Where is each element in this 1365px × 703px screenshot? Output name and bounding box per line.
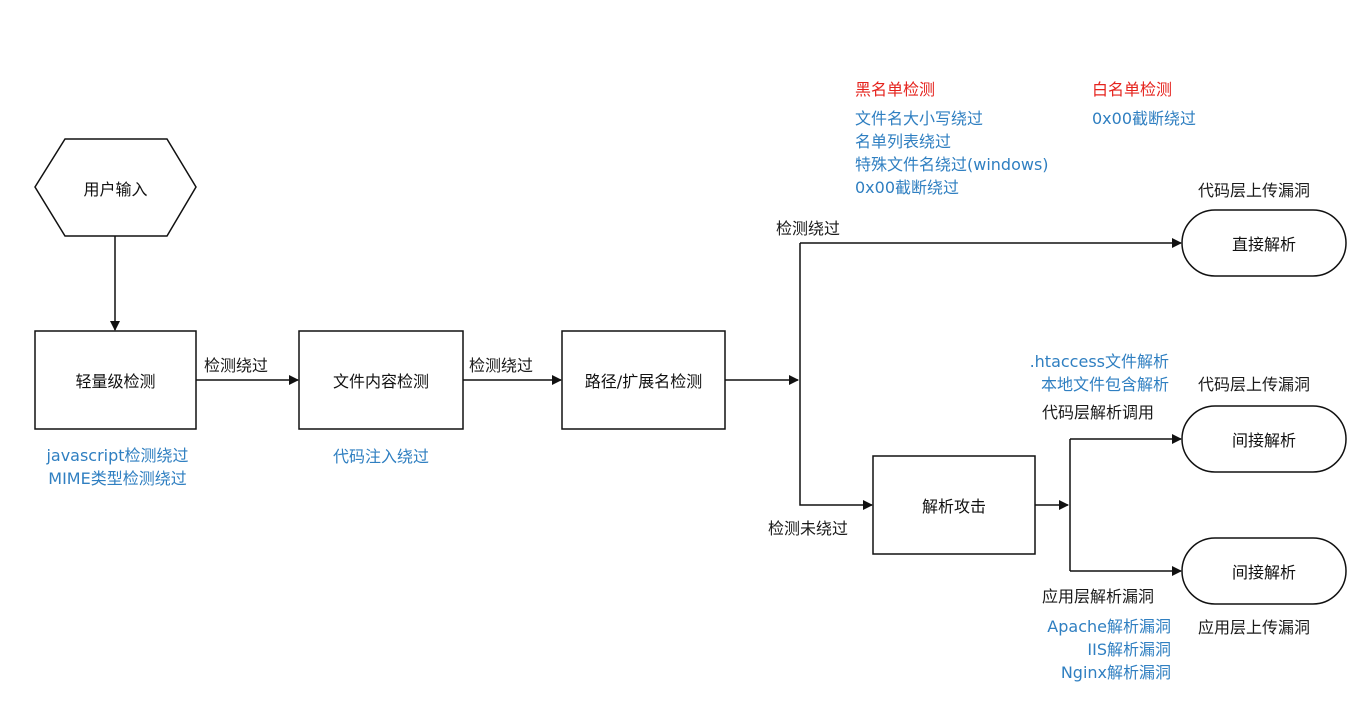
outcome-code-upload-2: 代码层上传漏洞: [1198, 375, 1311, 394]
edge-label-bypass-2: 检测绕过: [469, 356, 534, 375]
app-parse-item: IIS解析漏洞: [1087, 640, 1171, 659]
code-parse-notes: .htaccess文件解析 本地文件包含解析: [980, 350, 1169, 396]
app-parse-item: Apache解析漏洞: [1047, 617, 1171, 636]
indirect-parse-label-2: 间接解析: [1231, 563, 1296, 582]
blacklist-title: 黑名单检测: [855, 80, 936, 99]
edge-label-not-bypassed: 检测未绕过: [768, 519, 849, 538]
note-mime-bypass: MIME类型检测绕过: [48, 469, 187, 488]
blacklist-item: 名单列表绕过: [855, 132, 952, 151]
note-code-injection: 代码注入绕过: [332, 447, 429, 466]
path-check-box: [561, 330, 726, 430]
edge-label-bypass-1: 检测绕过: [204, 356, 269, 375]
light-check-notes: javascript检测绕过 MIME类型检测绕过: [25, 444, 210, 490]
code-parse-item: 本地文件包含解析: [1040, 375, 1169, 394]
direct-parse-terminal: [1181, 209, 1347, 277]
edge-label-app-layer-vuln: 应用层解析漏洞: [1042, 587, 1155, 606]
note-js-bypass: javascript检测绕过: [46, 446, 189, 465]
indirect-parse-label-1: 间接解析: [1231, 431, 1296, 450]
indirect-parse-terminal-2: [1181, 537, 1347, 605]
blacklist-item: 0x00截断绕过: [855, 178, 960, 197]
parse-attack-label: 解析攻击: [921, 497, 986, 516]
parse-attack-box: [872, 455, 1036, 555]
app-parse-notes: Apache解析漏洞 IIS解析漏洞 Nginx解析漏洞: [980, 615, 1171, 684]
app-parse-item: Nginx解析漏洞: [1060, 663, 1171, 682]
edge-label-bypass-3: 检测绕过: [776, 219, 841, 238]
light-check-label: 轻量级检测: [75, 372, 156, 391]
branch-vertical: [799, 243, 873, 510]
blacklist-item: 特殊文件名绕过(windows): [855, 155, 1049, 174]
outcome-app-upload: 应用层上传漏洞: [1198, 618, 1311, 637]
whitelist-item: 0x00截断绕过: [1092, 109, 1197, 128]
blacklist-items: 文件名大小写绕过 名单列表绕过 特殊文件名绕过(windows) 0x00截断绕…: [855, 107, 1049, 199]
content-check-box: [298, 330, 464, 430]
user-input-hexagon: [34, 138, 197, 237]
whitelist-title: 白名单检测: [1092, 80, 1173, 99]
light-check-box: [34, 330, 197, 430]
direct-parse-label: 直接解析: [1231, 235, 1296, 254]
outcome-code-upload-1: 代码层上传漏洞: [1198, 181, 1311, 200]
content-check-label: 文件内容检测: [332, 372, 429, 391]
blacklist-item: 文件名大小写绕过: [855, 109, 984, 128]
user-input-label: 用户输入: [83, 179, 148, 199]
edge-label-code-layer-call: 代码层解析调用: [1042, 403, 1155, 422]
code-parse-item: .htaccess文件解析: [1029, 352, 1169, 371]
path-check-label: 路径/扩展名检测: [584, 372, 703, 391]
indirect-parse-terminal-1: [1181, 405, 1347, 473]
